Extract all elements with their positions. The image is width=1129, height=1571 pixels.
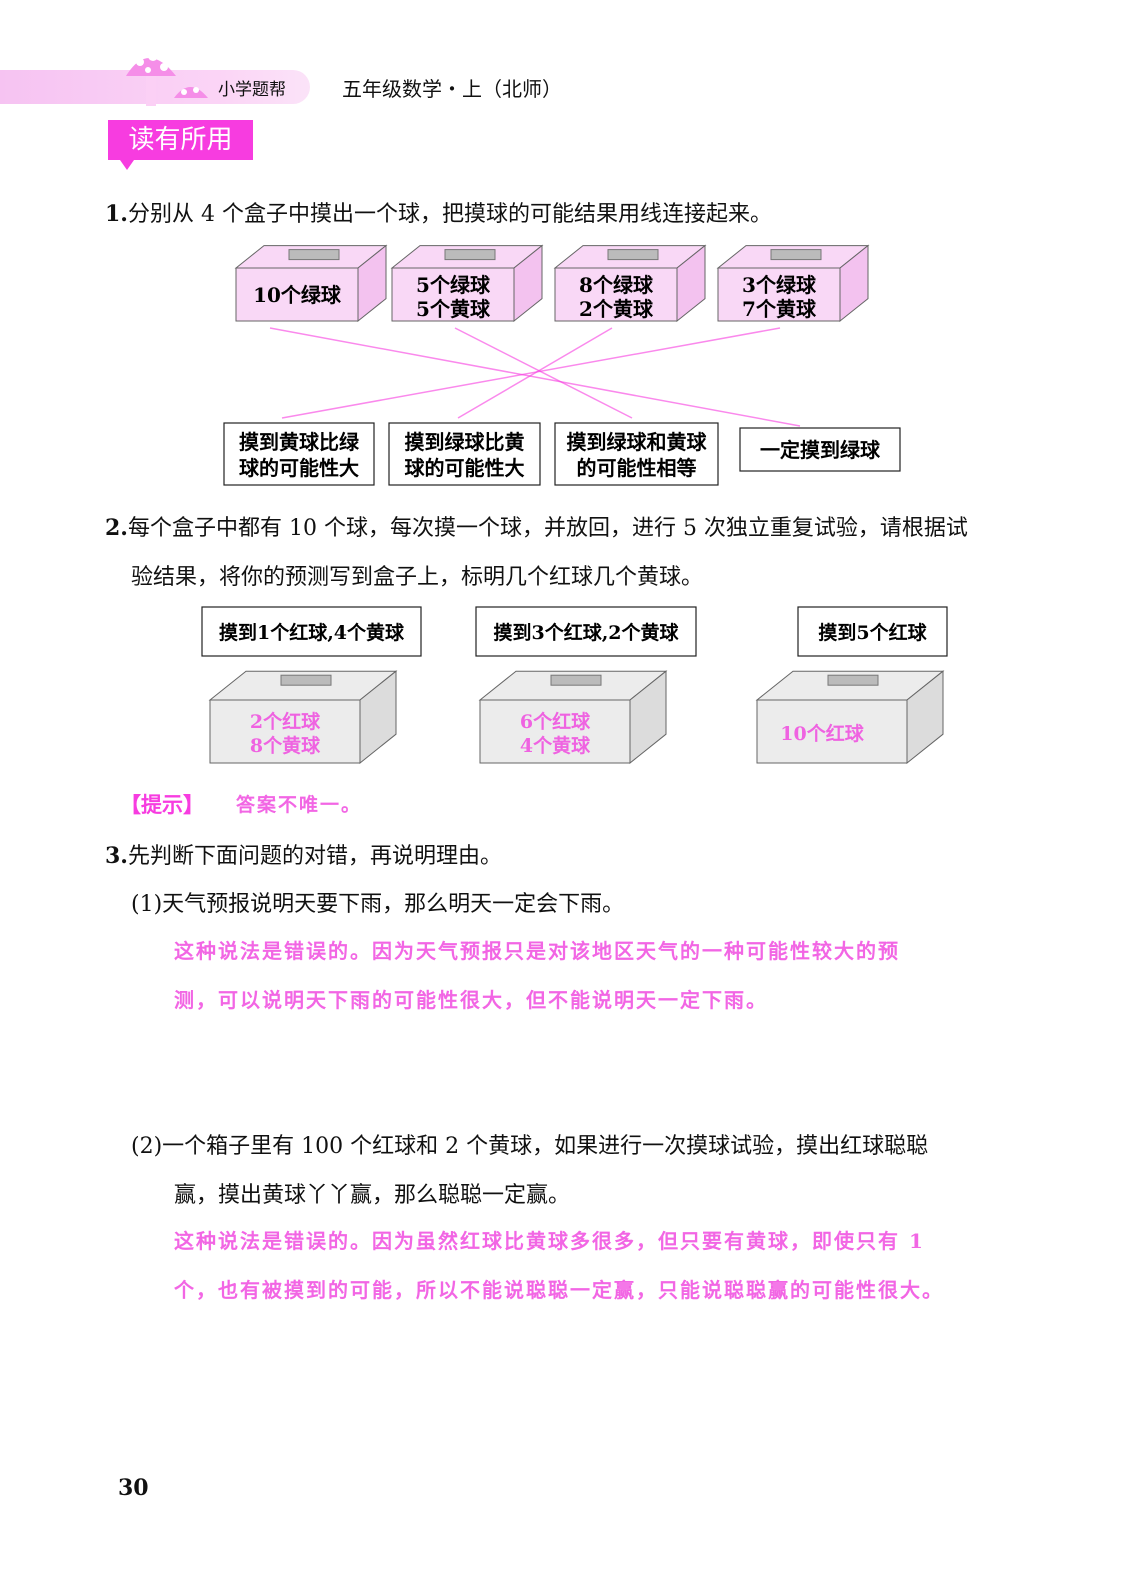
connection-line[interactable] xyxy=(454,327,633,419)
outcome-line2: 球的可能性大 xyxy=(239,456,359,480)
hint-label: 【提示】 xyxy=(120,793,204,817)
question-text: 先判断下面问题的对错，再说明理由。 xyxy=(127,844,502,869)
result-box-1: 摸到1个红球,4个黄球 xyxy=(201,606,422,657)
answer-2-line1: 这种说法是错误的。因为虽然红球比黄球多很多，但只要有黄球，即使只有 1 xyxy=(174,1229,925,1253)
question-1: 1.分别从 4 个盒子中摸出一个球，把摸球的可能结果用线连接起来。 xyxy=(105,196,772,228)
box-label-line1: 3个绿球 xyxy=(742,273,817,297)
outcome-line1: 摸到绿球和黄球 xyxy=(567,430,708,454)
question-number: 3. xyxy=(105,843,128,869)
slot-icon xyxy=(288,249,340,261)
outcome-line1: 摸到绿球比黄 xyxy=(405,430,525,454)
slot-icon xyxy=(444,249,496,261)
answer-box-3: 10个红球 xyxy=(755,670,945,765)
question-number: 2. xyxy=(105,515,128,541)
question-2: 2.每个盒子中都有 10 个球，每次摸一个球，并放回，进行 5 次独立重复试验，… xyxy=(105,510,968,542)
connection-line[interactable] xyxy=(281,327,781,419)
answer-line2: 4个黄球 xyxy=(520,734,591,757)
question-text-line2: 验结果，将你的预测写到盒子上，标明几个红球几个黄球。 xyxy=(131,565,704,590)
outcome-line1: 一定摸到绿球 xyxy=(760,438,881,462)
outcome-box-4: 一定摸到绿球 xyxy=(739,427,901,472)
outcome-line2: 的可能性相等 xyxy=(577,456,697,480)
answer-line1: 6个红球 xyxy=(520,710,591,733)
answer-1-line1: 这种说法是错误的。因为天气预报只是对该地区天气的一种可能性较大的预 xyxy=(174,939,900,963)
sub-text-line1: 一个箱子里有 100 个红球和 2 个黄球，如果进行一次摸球试验，摸出红球聪聪 xyxy=(162,1134,929,1159)
box-label-line1: 8个绿球 xyxy=(579,273,654,297)
outcome-line1: 摸到黄球比绿 xyxy=(239,430,360,454)
slot-icon xyxy=(607,249,659,261)
sub-label: (2) xyxy=(131,1134,163,1159)
page-number: 30 xyxy=(118,1475,149,1501)
slot-icon xyxy=(827,674,879,686)
brand-name: 小学题帮 xyxy=(218,80,286,100)
sub-question-1: (1)天气预报说明天要下雨，那么明天一定会下雨。 xyxy=(131,886,624,918)
sub-question-2: (2)一个箱子里有 100 个红球和 2 个黄球，如果进行一次摸球试验，摸出红球… xyxy=(131,1128,928,1160)
section-badge: 读有所用 xyxy=(108,120,253,170)
slot-icon xyxy=(550,674,602,686)
box-label-line1: 10个绿球 xyxy=(253,283,342,307)
result-box-3: 摸到5个红球 xyxy=(797,606,948,657)
connection-line[interactable] xyxy=(269,327,801,427)
sub-text-line2: 赢，摸出黄球丫丫赢，那么聪聪一定赢。 xyxy=(174,1183,571,1208)
question-text: 分别从 4 个盒子中摸出一个球，把摸球的可能结果用线连接起来。 xyxy=(127,202,772,227)
hint-text: 答案不唯一。 xyxy=(236,794,363,816)
box-label-line2: 7个黄球 xyxy=(742,297,817,321)
slot-icon xyxy=(770,249,822,261)
answer-2-line2: 个，也有被摸到的可能，所以不能说聪聪一定赢，只能说聪聪赢的可能性很大。 xyxy=(174,1278,944,1302)
book-title: 五年级数学・上（北师） xyxy=(342,77,562,101)
outcome-line2: 球的可能性大 xyxy=(405,456,525,480)
mushroom-logo-icon xyxy=(126,51,208,106)
box-label-line1: 5个绿球 xyxy=(416,273,491,297)
answer-1-line2: 测，可以说明天下雨的可能性很大，但不能说明天一定下雨。 xyxy=(174,988,768,1012)
question-3: 3.先判断下面问题的对错，再说明理由。 xyxy=(105,838,502,870)
result-text: 摸到5个红球 xyxy=(818,621,927,644)
result-box-2: 摸到3个红球,2个黄球 xyxy=(475,606,697,657)
question-text-line1: 每个盒子中都有 10 个球，每次摸一个球，并放回，进行 5 次独立重复试验，请根… xyxy=(127,516,968,541)
slot-icon xyxy=(280,674,332,686)
answer-line2: 8个黄球 xyxy=(250,734,321,757)
box-1: 10个绿球 xyxy=(234,244,388,323)
result-text: 摸到1个红球,4个黄球 xyxy=(219,621,405,644)
box-label-line2: 5个黄球 xyxy=(416,297,491,321)
box-label-line2: 2个黄球 xyxy=(579,297,654,321)
answer-line1: 10个红球 xyxy=(780,722,864,745)
sub-text: 天气预报说明天要下雨，那么明天一定会下雨。 xyxy=(162,892,625,917)
result-text: 摸到3个红球,2个黄球 xyxy=(493,621,679,644)
sub-label: (1) xyxy=(131,892,163,917)
answer-line1: 2个红球 xyxy=(250,710,321,733)
question-number: 1. xyxy=(105,201,128,227)
